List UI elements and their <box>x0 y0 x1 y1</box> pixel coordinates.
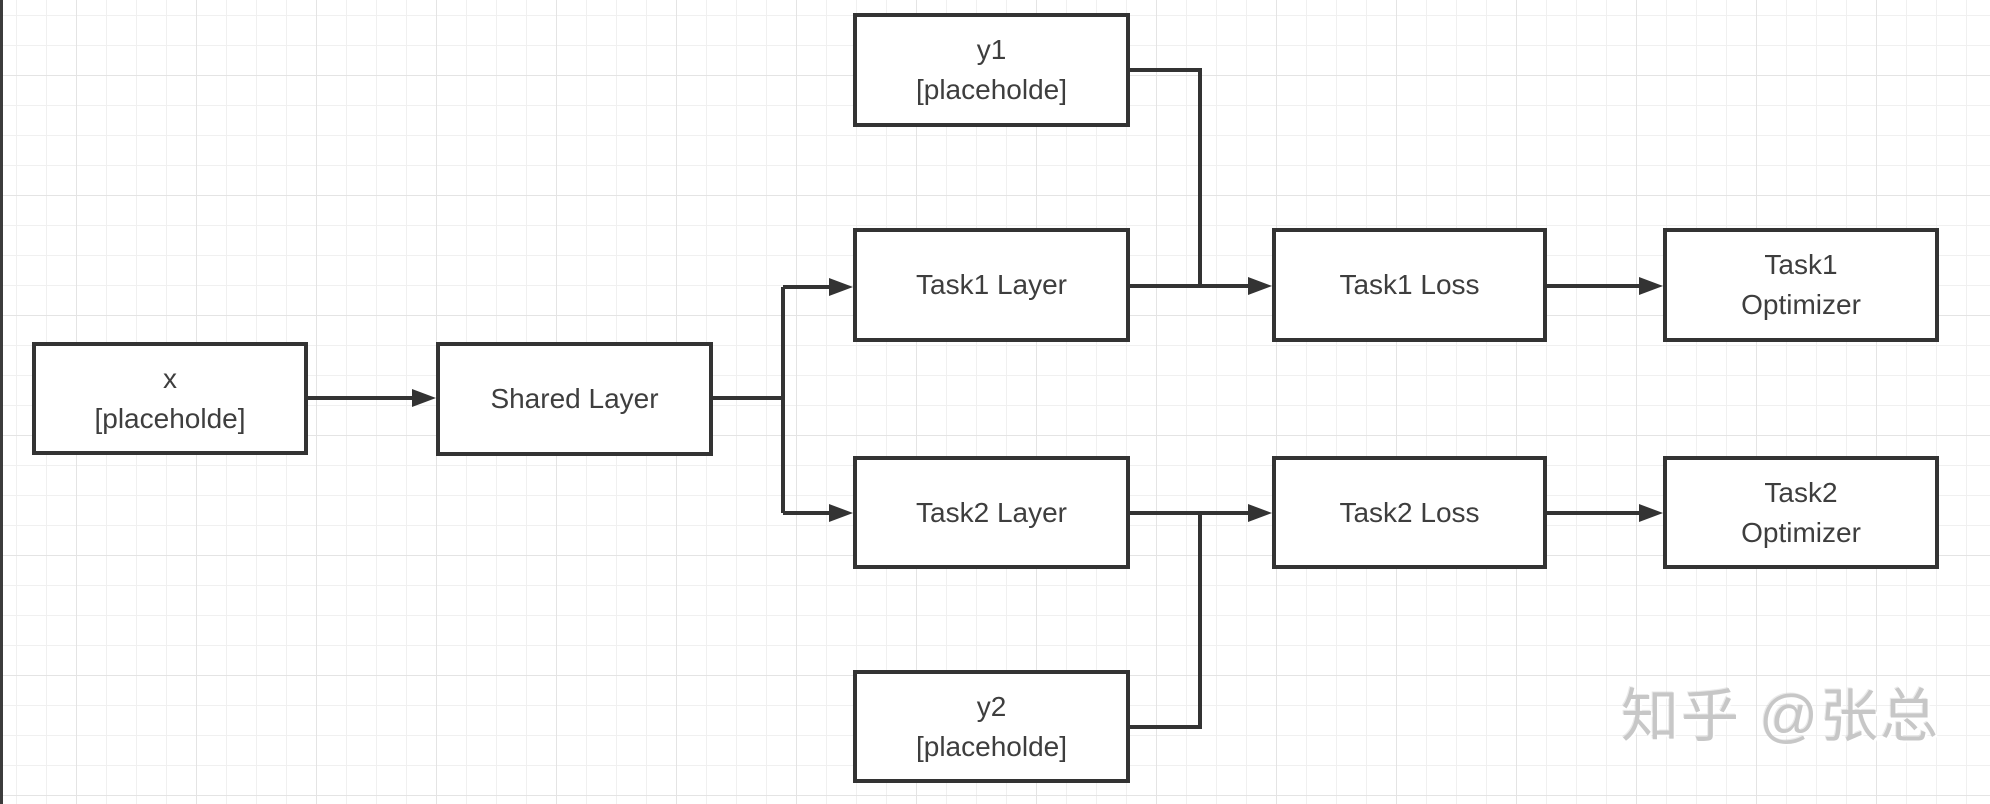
node-label-line: x <box>163 362 177 394</box>
node-task1-optimizer: Task1 Optimizer <box>1663 228 1939 342</box>
zhihu-watermark: 知乎 @张总 <box>1621 684 1940 749</box>
node-label-line: Optimizer <box>1741 289 1861 320</box>
node-task1-layer: Task1 Layer <box>853 228 1130 342</box>
node-label-line: [placeholde] <box>94 402 246 434</box>
node-y2: y2 [placeholde] <box>853 670 1130 783</box>
node-task2-layer: Task2 Layer <box>853 456 1130 569</box>
node-label-line: Task2 <box>1764 476 1838 508</box>
arrowhead-task2-loss <box>1248 504 1272 522</box>
node-label-line: [placeholde] <box>915 74 1067 105</box>
node-label-line: Task1 <box>1764 249 1838 280</box>
node-label-line: y1 <box>976 34 1007 65</box>
node-shared-layer: Shared Layer <box>436 342 713 456</box>
node-task2-optimizer: Task2 Optimizer <box>1663 456 1939 569</box>
node-label-line: [placeholde] <box>915 730 1067 762</box>
arrowhead-task2-layer <box>829 504 853 522</box>
node-task1-loss: Task1 Loss <box>1272 228 1547 342</box>
edge-y2-join <box>1130 513 1202 729</box>
node-task2-loss: Task2 Loss <box>1272 456 1547 569</box>
arrowhead-task1-loss <box>1248 277 1272 295</box>
node-y1: y1 [placeholde] <box>853 13 1130 127</box>
node-label-line: Task2 Loss <box>1339 496 1480 528</box>
node-label-line: Optimizer <box>1741 516 1861 548</box>
node-label-line: y2 <box>976 690 1007 722</box>
node-label-line: Task1 Layer <box>916 269 1067 300</box>
node-label-line: Task1 Loss <box>1339 269 1480 300</box>
arrowhead-shared <box>412 389 436 407</box>
arrowhead-task1-optimizer <box>1639 277 1663 295</box>
node-label-line: Shared Layer <box>490 383 659 414</box>
edge-y1-join <box>1130 68 1202 286</box>
screenshot-left-edge <box>0 0 3 804</box>
arrowhead-task1-layer <box>829 278 853 296</box>
node-x-input: x [placeholde] <box>32 342 308 455</box>
node-label-line: Task2 Layer <box>916 496 1067 528</box>
arrowhead-task2-optimizer <box>1639 504 1663 522</box>
